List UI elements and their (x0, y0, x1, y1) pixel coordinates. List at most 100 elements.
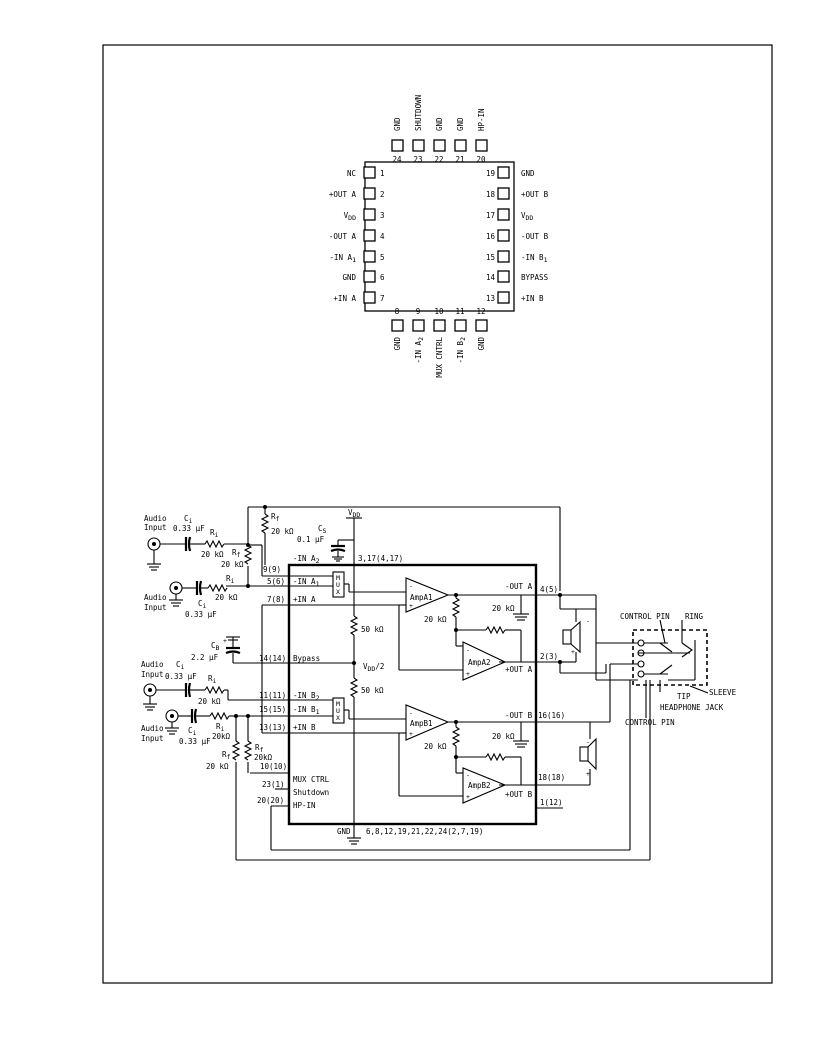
ci-top-value: 0.33 µF (173, 524, 205, 533)
r20k-b2: 20 kΩ (492, 732, 515, 741)
r50k-bot: 50 kΩ (361, 686, 384, 695)
pin-num: 2 (380, 190, 385, 199)
ic-body (287, 563, 538, 826)
svg-text:-: - (466, 646, 470, 654)
pin-num: 1 (380, 169, 385, 178)
audio-input-2b: Input (144, 603, 167, 612)
svg-text:-: - (466, 771, 470, 779)
audio-input-1: Audio (144, 514, 167, 523)
pin-name: GND (393, 117, 402, 131)
pin-name: -IN A1 (330, 253, 357, 264)
pin-num: 7 (380, 294, 385, 303)
pin-name: SHUTDOWN (414, 95, 423, 131)
right-pins: 19 18 17 16 15 14 13 GND +OUT B VDD -OUT… (486, 166, 549, 304)
svg-text:-: - (586, 738, 590, 746)
pin-num: 4 (380, 232, 385, 241)
svg-text:+: + (586, 770, 590, 778)
ri-a2-label: Ri (210, 528, 219, 539)
pin-num: 12 (476, 307, 485, 316)
pin-num: 5 (380, 253, 385, 262)
mux-b-x: X (336, 714, 340, 722)
inb-plus-pin: 13(13) (259, 723, 286, 732)
pin-num: 10 (434, 307, 444, 316)
ri-a1-value: 20 kΩ (215, 593, 238, 602)
pin-num: 17 (486, 211, 495, 220)
ci-a1-label: Ci (198, 599, 207, 610)
pin-name: -IN B2 (456, 337, 467, 364)
mux-a-x: X (336, 588, 340, 596)
application-schematic: VDD 3,17(4,17) CS 0.1 µF 50 kΩ 50 kΩ VDD… (141, 505, 737, 861)
outa-plus-pin: 2(3) (540, 652, 558, 661)
amp-b1 (405, 704, 450, 741)
pin-name: GND (435, 117, 444, 131)
rf-top-value: 20 kΩ (271, 527, 294, 536)
headphone-jack-label: HEADPHONE JACK (660, 703, 724, 712)
pin-num: 6 (380, 273, 385, 282)
hpin-pin: 20(20) (257, 796, 284, 805)
cs-value: 0.1 µF (297, 535, 325, 544)
pin-num: 20 (476, 155, 486, 164)
svg-text:+: + (466, 670, 470, 678)
outa-minus-label: -OUT A (505, 582, 533, 591)
pin-name: +OUT B (521, 190, 549, 199)
pin-name: -IN A2 (414, 337, 425, 364)
pin-name: GND (342, 273, 356, 282)
cs-label: CS (318, 524, 327, 535)
inb1-label: -IN B1 (293, 705, 320, 716)
cb-value: 2.2 µF (191, 653, 219, 662)
svg-text:-: - (409, 582, 413, 590)
pin-num: 24 (392, 155, 402, 164)
in-a2-pin: 9(9) (263, 565, 281, 574)
rf-a2-label: Rf (232, 548, 241, 559)
bypass-pin: 14(14) (259, 654, 286, 663)
bottom-pins: 8 9 10 11 12 GND -IN A2 MUX CNTRL -IN B2… (391, 307, 488, 378)
gnd-pins: 6,8,12,19,21,22,24(2,7,19) (366, 827, 483, 836)
ina-plus-pin: 7(8) (267, 595, 285, 604)
outa-plus-label: +OUT A (505, 665, 533, 674)
pin-1-12: 1(12) (540, 798, 563, 807)
audio-input-3: Audio (141, 660, 164, 669)
outb-plus-pin: 18(18) (538, 773, 565, 782)
page-frame (102, 44, 773, 984)
tip-label: TIP (677, 692, 691, 701)
inb2-label: -IN B2 (293, 691, 320, 702)
ci-b2-label: Ci (176, 660, 185, 671)
pin-name: BYPASS (521, 273, 549, 282)
outb-plus-label: +OUT B (505, 790, 533, 799)
inb1-pin: 15(15) (259, 705, 286, 714)
vdd-label: VDD (348, 508, 360, 519)
rf-a2-value: 20 kΩ (221, 560, 244, 569)
pin-name: GND (393, 337, 402, 351)
audio-input-2: Audio (144, 593, 167, 602)
hpin-pin2: 10(10) (260, 762, 287, 771)
ri-b1-value: 20kΩ (212, 732, 231, 741)
pin-num: 18 (486, 190, 496, 199)
rf-b-right-value: 20kΩ (254, 753, 273, 762)
amp-a2 (462, 641, 507, 681)
ci-a1-value: 0.33 µF (185, 610, 217, 619)
pin-num: 22 (434, 155, 443, 164)
pin-name: +IN A (333, 294, 356, 303)
svg-text:-: - (409, 709, 413, 717)
ina-plus-label: +IN A (293, 595, 316, 604)
speaker-b (579, 746, 589, 762)
ri-b1-label: Ri (216, 722, 225, 733)
mux-b-u: U (336, 707, 340, 715)
pin-name: VDD (521, 211, 533, 222)
speaker-a (562, 629, 572, 645)
outb-minus-label: -OUT B (505, 711, 533, 720)
ci-b2-value: 0.33 µF (165, 672, 197, 681)
pin-num: 8 (395, 307, 400, 316)
ring-label: RING (685, 612, 704, 621)
cb-label: CB (211, 641, 220, 652)
pin-num: 21 (455, 155, 464, 164)
pin-name: +IN B (521, 294, 544, 303)
pin-name: HP-IN (477, 108, 486, 131)
control-pin2-label: CONTROL PIN (625, 718, 675, 727)
r20k-b: 20 kΩ (424, 742, 447, 751)
pin-num: 19 (486, 169, 495, 178)
ci-b1-label: Ci (188, 726, 197, 737)
ri-b2-value: 20 kΩ (198, 697, 221, 706)
amp-b2-label: AmpB2 (468, 781, 491, 790)
